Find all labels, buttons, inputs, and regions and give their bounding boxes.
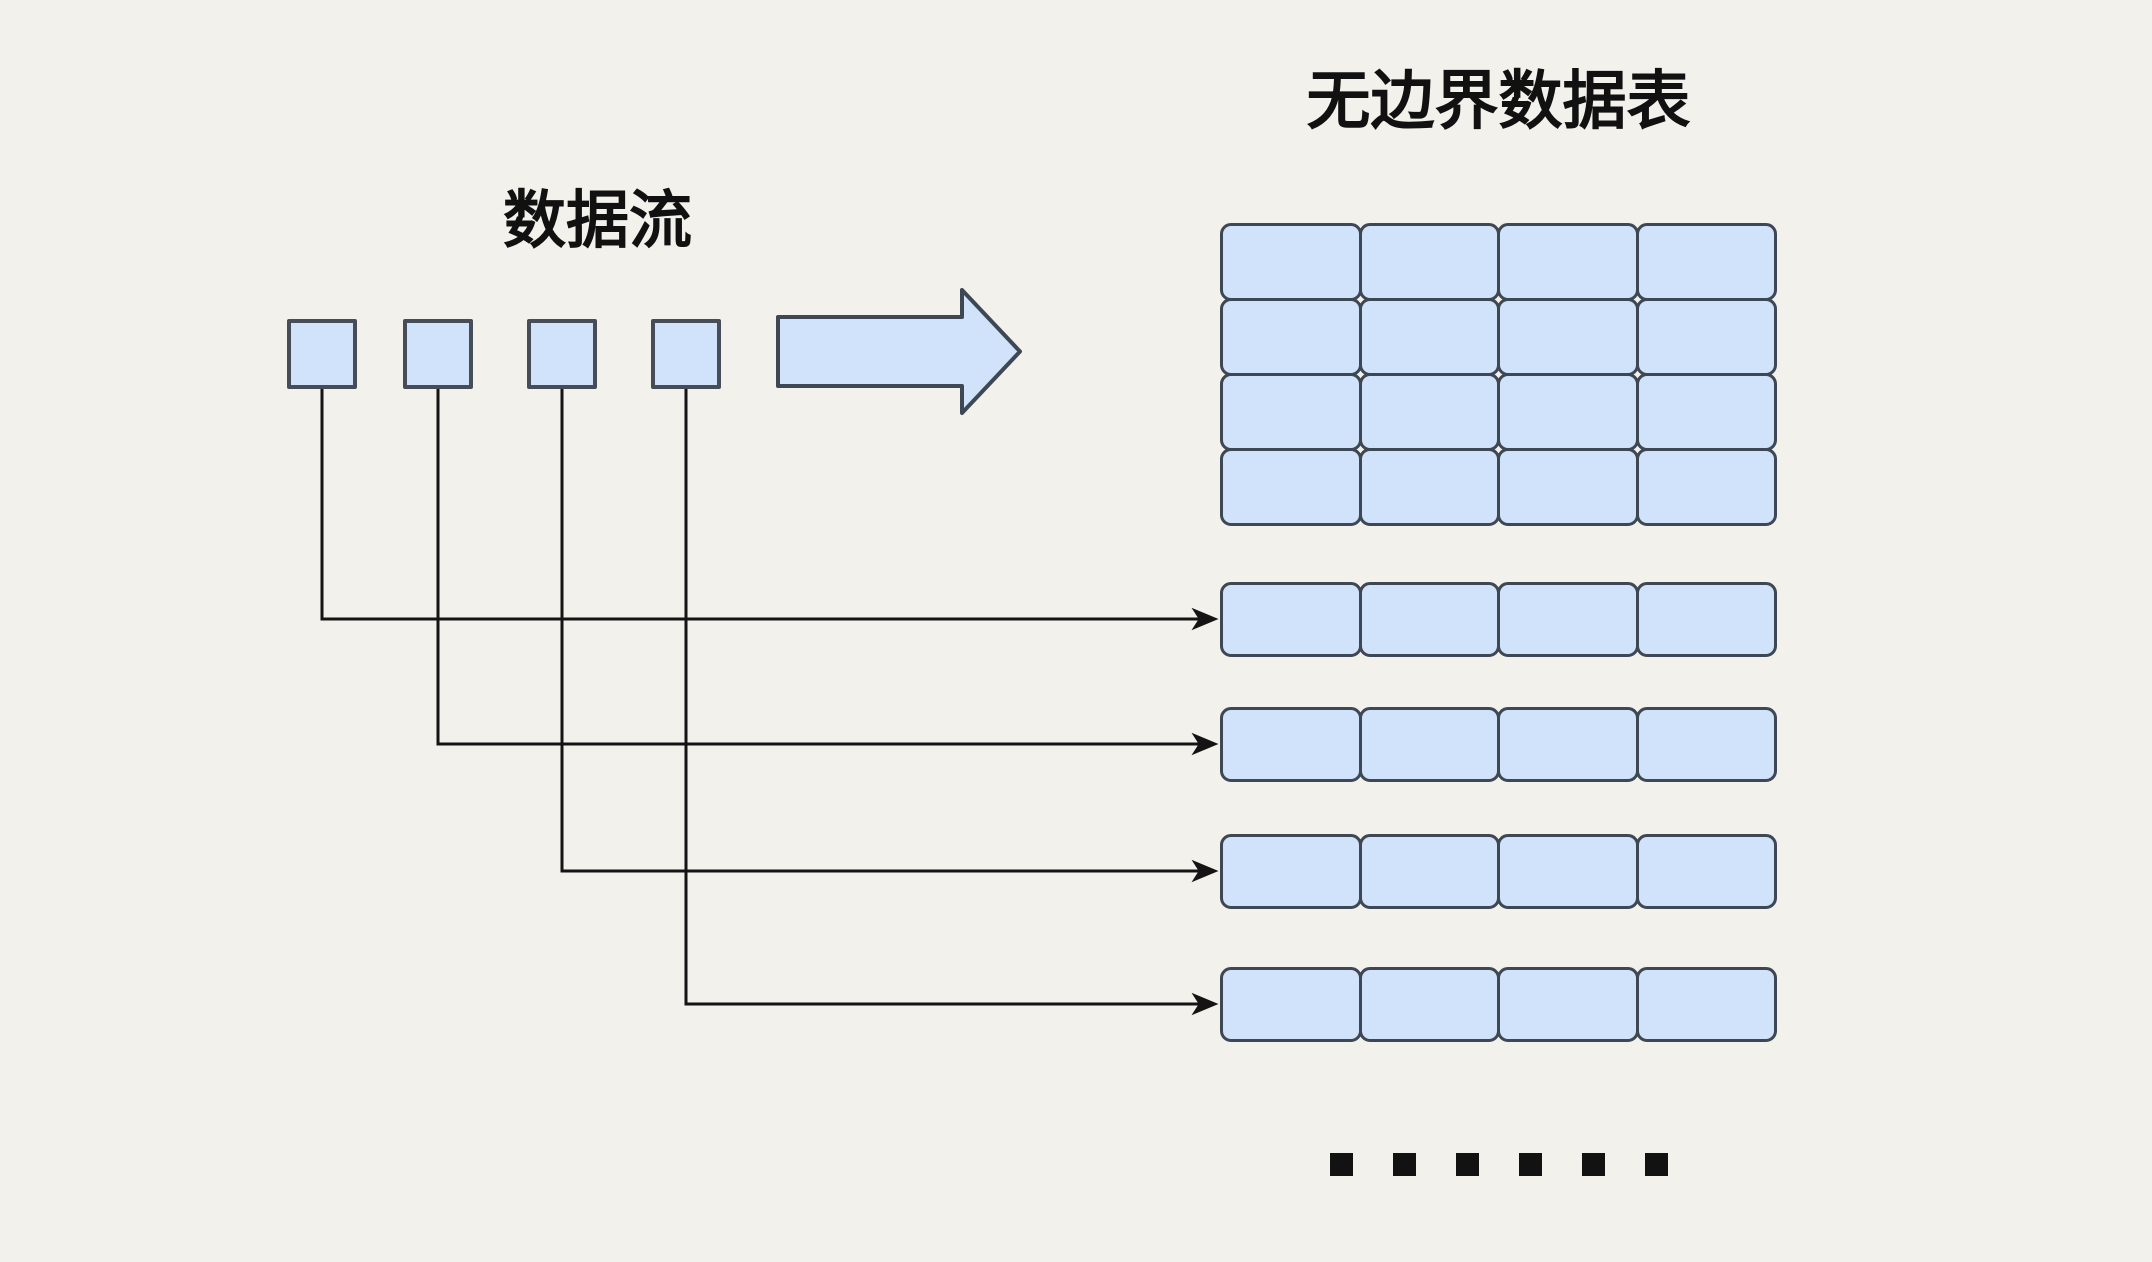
table-cell <box>1358 582 1500 657</box>
table-cell <box>1220 967 1362 1042</box>
table-cell <box>1635 582 1777 657</box>
table-cell <box>1635 223 1777 301</box>
ellipsis-dot <box>1645 1153 1668 1176</box>
table-cell <box>1358 373 1500 451</box>
table-cell <box>1358 707 1500 782</box>
table-cell <box>1497 298 1639 376</box>
table-cell <box>1497 223 1639 301</box>
table-cell <box>1358 834 1500 909</box>
table-cell <box>1358 298 1500 376</box>
table-cell <box>1220 298 1362 376</box>
stream-item <box>403 319 473 389</box>
flow-arrow-icon <box>776 288 1022 415</box>
ellipsis-dot <box>1456 1153 1479 1176</box>
table-cell <box>1635 834 1777 909</box>
table-cell <box>1497 707 1639 782</box>
connector-arrow <box>684 387 1219 1016</box>
table-cell <box>1220 373 1362 451</box>
table-cell <box>1220 582 1362 657</box>
connector-arrow <box>436 387 1219 756</box>
connector-arrow <box>320 387 1219 631</box>
table-cell <box>1358 223 1500 301</box>
unbounded-table-title: 无边界数据表 <box>1306 65 1691 137</box>
ellipsis-dot <box>1519 1153 1542 1176</box>
table-cell <box>1635 298 1777 376</box>
table-cell <box>1220 223 1362 301</box>
table-cell <box>1358 967 1500 1042</box>
table-cell <box>1497 373 1639 451</box>
table-cell <box>1635 967 1777 1042</box>
table-cell <box>1497 448 1639 526</box>
table-cell <box>1358 448 1500 526</box>
stream-item <box>651 319 721 389</box>
connector-arrow <box>560 387 1219 883</box>
table-cell <box>1497 582 1639 657</box>
table-cell <box>1635 373 1777 451</box>
table-cell <box>1220 448 1362 526</box>
table-cell <box>1220 707 1362 782</box>
table-cell <box>1220 834 1362 909</box>
table-cell <box>1635 448 1777 526</box>
table-cell <box>1497 834 1639 909</box>
data-stream-label: 数据流 <box>503 186 692 256</box>
ellipsis-dot <box>1393 1153 1416 1176</box>
ellipsis-dot <box>1582 1153 1605 1176</box>
table-cell <box>1497 967 1639 1042</box>
ellipsis-dot <box>1330 1153 1353 1176</box>
stream-item <box>527 319 597 389</box>
table-cell <box>1635 707 1777 782</box>
stream-item <box>287 319 357 389</box>
stream-to-row-connectors <box>320 387 1219 1016</box>
